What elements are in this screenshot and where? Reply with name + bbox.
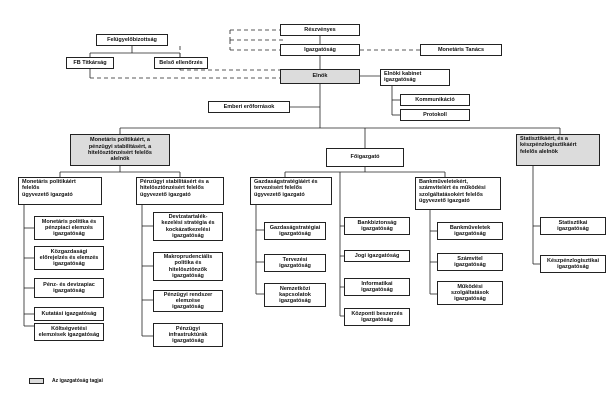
legend-label: Az igazgatóság tagjai bbox=[52, 378, 103, 384]
supervisory-board-box: Felügyelőbizottság bbox=[96, 34, 168, 46]
directorate-statistics: Statisztikai igazgatóság bbox=[540, 217, 606, 235]
presidential-cabinet-box: Elnöki kabinet igazgatóság bbox=[380, 69, 450, 86]
directorate-research: Kutatási igazgatóság bbox=[34, 307, 104, 321]
directorate-banking-operations: Bankműveletek igazgatóság bbox=[437, 222, 503, 240]
internal-audit-box: Belső ellenőrzés bbox=[154, 57, 208, 69]
economic-strategy-exec-director-box: Gazdaságstratégiáért és tervezésért fele… bbox=[250, 177, 332, 205]
directorate-money-fx-market: Pénz- és devizapiac igazgatóság bbox=[34, 278, 104, 298]
directorate-central-procurement: Központi beszerzés igazgatóság bbox=[344, 308, 410, 326]
sb-secretariat-box: FB Titkárság bbox=[66, 57, 114, 69]
directorate-operating-services: Működési szolgáltatások igazgatóság bbox=[437, 281, 503, 305]
monetary-policy-exec-director-box: Monetáris politikáért felelős ügyvezető … bbox=[18, 177, 102, 205]
directorate-cash-logistics: Készpénzlogisztikai igazgatóság bbox=[540, 255, 606, 273]
director-general-box: Főigazgató bbox=[326, 148, 404, 167]
banking-operations-exec-director-box: Bankműveletekért, számvitelért és működé… bbox=[415, 177, 501, 210]
board-of-directors-box: Igazgatóság bbox=[280, 44, 360, 56]
shareholder-box: Részvényes bbox=[280, 24, 360, 36]
president-box: Elnök bbox=[280, 69, 360, 84]
statistics-vice-president-box: Statisztikáért, és a készpénzlogisztikáé… bbox=[516, 134, 600, 166]
directorate-monetary-policy: Monetáris politika és pénzpiaci elemzés … bbox=[34, 216, 104, 240]
directorate-it: Informatikai igazgatóság bbox=[344, 278, 410, 296]
directorate-bank-security: Bankbiztonság igazgatóság bbox=[344, 217, 410, 235]
directorate-macroprudential: Makroprudenciális politika és hitelösztö… bbox=[153, 252, 223, 281]
monetary-council-box: Monetáris Tanács bbox=[420, 44, 502, 56]
directorate-economic-strategy: Gazdaságstratégiai igazgatóság bbox=[264, 222, 326, 240]
directorate-fiscal-analysis: Költségvetési elemzések igazgatóság bbox=[34, 323, 104, 341]
directorate-accounting: Számvitel igazgatóság bbox=[437, 253, 503, 271]
human-resources-box: Emberi erőforrások bbox=[208, 101, 290, 113]
financial-stability-exec-director-box: Pénzügyi stabilitásért és a hitelösztönz… bbox=[136, 177, 224, 205]
communication-box: Kommunikáció bbox=[400, 94, 470, 106]
directorate-economic-forecast: Közgazdasági előrejelzés és elemzés igaz… bbox=[34, 246, 104, 270]
legend-swatch bbox=[29, 378, 44, 384]
directorate-international-relations: Nemzetközi kapcsolatok igazgatóság bbox=[264, 283, 326, 307]
protocol-box: Protokoll bbox=[400, 109, 470, 121]
directorate-fx-reserve: Devizatartalék- kezelési stratégia és ko… bbox=[153, 212, 223, 241]
monetary-vice-president-box: Monetáris politikáért, a pénzügyi stabil… bbox=[70, 134, 170, 166]
directorate-financial-infrastructures: Pénzügyi infrastruktúrák igazgatóság bbox=[153, 323, 223, 347]
directorate-legal: Jogi igazgatóság bbox=[344, 250, 410, 262]
directorate-planning: Tervezési igazgatóság bbox=[264, 254, 326, 272]
directorate-financial-system-analysis: Pénzügyi rendszer elemzése igazgatóság bbox=[153, 290, 223, 312]
